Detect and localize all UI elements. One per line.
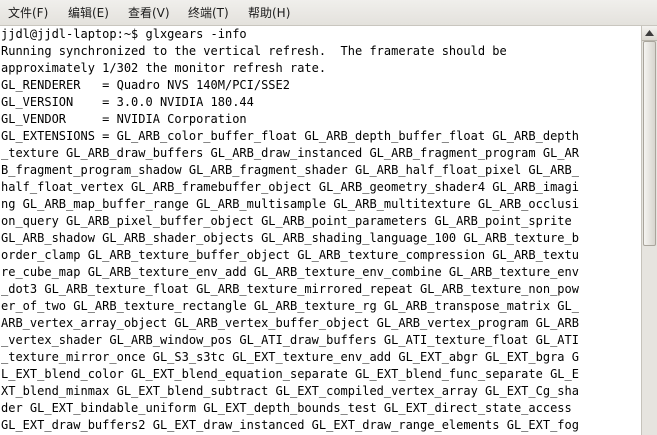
terminal-line-prompt: jjdl@jjdl-laptop:~$ glxgears -info — [1, 27, 247, 41]
menu-view[interactable]: 查看(V) — [128, 6, 170, 20]
terminal-output[interactable]: jjdl@jjdl-laptop:~$ glxgears -info Runni… — [0, 26, 641, 435]
terminal-line: order_clamp GL_ARB_texture_buffer_object… — [1, 248, 579, 262]
terminal-line: _dot3 GL_ARB_texture_float GL_ARB_textur… — [1, 282, 579, 296]
arrow-up-icon — [645, 30, 654, 36]
terminal-line: er_of_two GL_ARB_texture_rectangle GL_AR… — [1, 299, 579, 313]
terminal-line: _texture_mirror_once GL_S3_s3tc GL_EXT_t… — [1, 350, 579, 364]
terminal-line: Running synchronized to the vertical ref… — [1, 44, 507, 58]
terminal-line: ng GL_ARB_map_buffer_range GL_ARB_multis… — [1, 197, 579, 211]
menu-file[interactable]: 文件(F) — [8, 6, 49, 20]
scrollbar-thumb[interactable] — [643, 41, 656, 246]
terminal-line: ARB_vertex_array_object GL_ARB_vertex_bu… — [1, 316, 579, 330]
terminal-line: GL_EXTENSIONS = GL_ARB_color_buffer_floa… — [1, 129, 579, 143]
menu-help[interactable]: 帮助(H) — [248, 6, 291, 20]
terminal-line: on_query GL_ARB_pixel_buffer_object GL_A… — [1, 214, 572, 228]
terminal-line: _texture GL_ARB_draw_buffers GL_ARB_draw… — [1, 146, 579, 160]
terminal-line: re_cube_map GL_ARB_texture_env_add GL_AR… — [1, 265, 579, 279]
terminal-line: GL_VERSION = 3.0.0 NVIDIA 180.44 — [1, 95, 254, 109]
terminal-line: L_EXT_blend_color GL_EXT_blend_equation_… — [1, 367, 579, 381]
menu-bar: 文件(F) 编辑(E) 查看(V) 终端(T) 帮助(H) — [0, 0, 657, 26]
terminal-line: _vertex_shader GL_ARB_window_pos GL_ATI_… — [1, 333, 579, 347]
terminal-line: approximately 1/302 the monitor refresh … — [1, 61, 327, 75]
terminal-line: der GL_EXT_bindable_uniform GL_EXT_depth… — [1, 401, 572, 415]
terminal-line: XT_blend_minmax GL_EXT_blend_subtract GL… — [1, 384, 579, 398]
vertical-scrollbar[interactable] — [641, 26, 657, 435]
scroll-up-button[interactable] — [642, 26, 657, 41]
terminal-line: GL_ARB_shadow GL_ARB_shader_objects GL_A… — [1, 231, 579, 245]
menu-edit[interactable]: 编辑(E) — [68, 6, 109, 20]
terminal-line: half_float_vertex GL_ARB_framebuffer_obj… — [1, 180, 579, 194]
menu-terminal[interactable]: 终端(T) — [188, 6, 229, 20]
terminal-line: GL_EXT_draw_buffers2 GL_EXT_draw_instanc… — [1, 418, 579, 432]
terminal-line: GL_VENDOR = NVIDIA Corporation — [1, 112, 247, 126]
terminal-line: GL_RENDERER = Quadro NVS 140M/PCI/SSE2 — [1, 78, 290, 92]
terminal-line: B_fragment_program_shadow GL_ARB_fragmen… — [1, 163, 579, 177]
